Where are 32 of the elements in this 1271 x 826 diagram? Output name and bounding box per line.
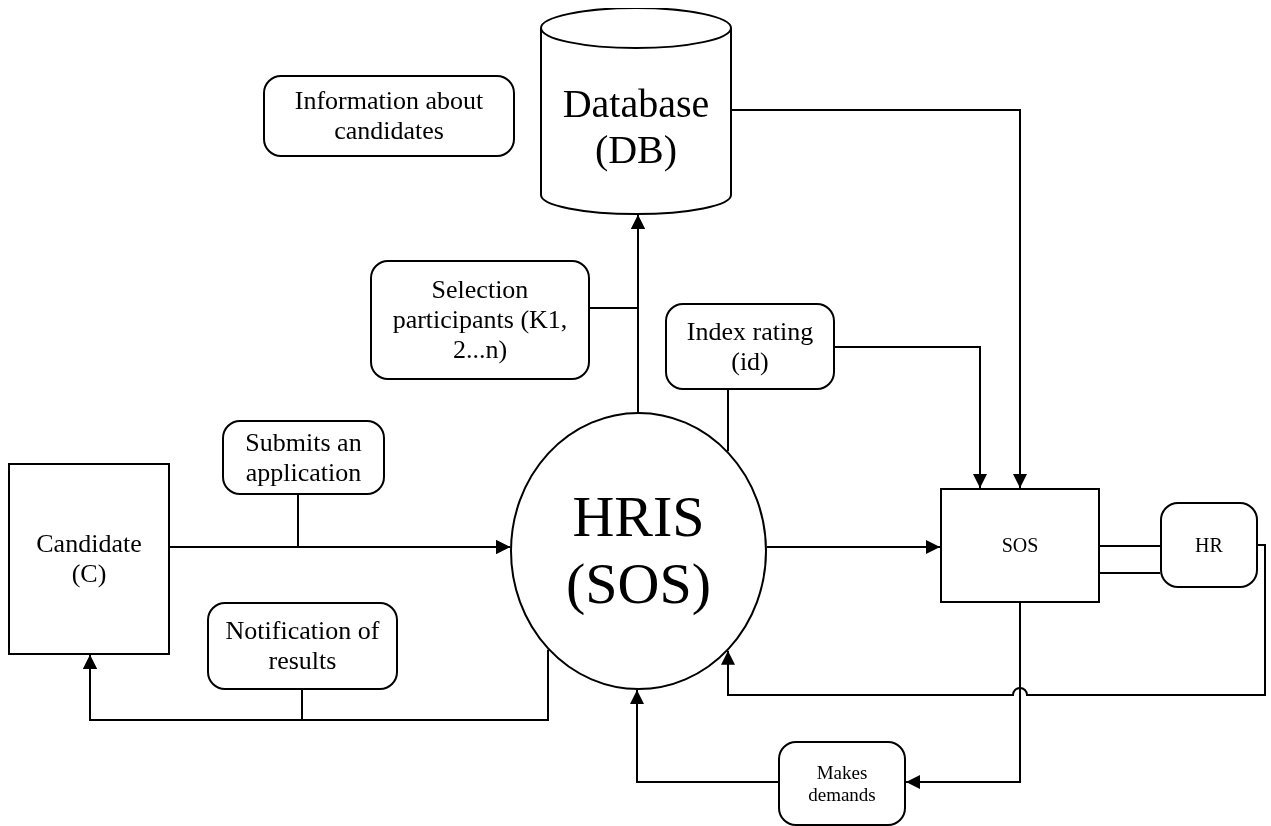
node-label: Candidate (C) (35, 529, 143, 589)
process-circle (510, 412, 767, 690)
node-label: Index rating (id) (685, 316, 815, 377)
rounded-box (263, 75, 515, 157)
database-cylinder (540, 8, 732, 215)
node-label: SOS (1001, 534, 1039, 557)
connector-line (727, 389, 729, 453)
node-label: Information about candidates (293, 86, 485, 146)
process-box (940, 488, 1100, 603)
rounded-box (665, 303, 835, 390)
arrow (765, 540, 941, 554)
arrow (589, 214, 645, 309)
rounded-box (370, 260, 590, 380)
node-label: Notification of results (224, 616, 381, 676)
arrow (83, 654, 303, 721)
node-label: Selection participants (K1, 2...n) (391, 275, 569, 365)
node-label: HRIS (SOS) (565, 484, 712, 618)
node-label: Database (DB) (561, 80, 711, 173)
arrow (630, 689, 779, 783)
rounded-box (207, 602, 398, 690)
rounded-box (778, 741, 906, 826)
node-label: HR (1195, 533, 1223, 557)
connector-line (1099, 572, 1161, 574)
arrow (905, 602, 1021, 789)
rounded-box (222, 420, 385, 495)
rounded-box (1160, 502, 1258, 588)
node-label: Submits an application (244, 427, 363, 488)
connector-line (1099, 545, 1161, 547)
process-box (8, 463, 170, 655)
arrow (834, 346, 987, 489)
arrow (731, 109, 1027, 489)
node-label: Makes demands (807, 761, 877, 806)
